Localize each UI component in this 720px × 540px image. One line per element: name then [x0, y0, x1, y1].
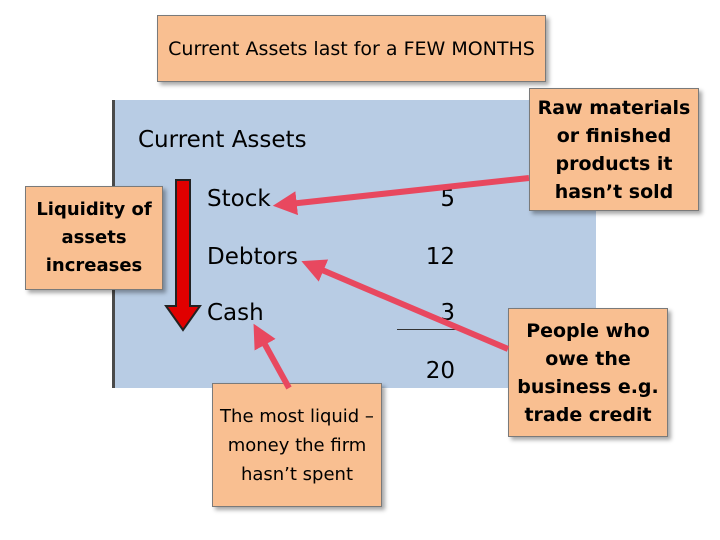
cash-callout-text: The most liquid – money the firm hasn’t …	[220, 405, 374, 485]
row-value-debtors: 12	[425, 244, 455, 270]
debtors-callout-box: People who owe the business e.g. trade c…	[508, 308, 668, 437]
title-text: Current Assets last for a FEW MONTHS	[168, 37, 535, 60]
row-value-cash: 3	[440, 300, 455, 326]
panel-heading: Current Assets	[138, 127, 307, 153]
row-value-stock: 5	[440, 186, 455, 212]
total-rule	[397, 329, 459, 330]
debtors-callout-text: People who owe the business e.g. trade c…	[517, 319, 659, 426]
row-label-debtors: Debtors	[207, 244, 298, 270]
row-label-cash: Cash	[207, 300, 264, 326]
liquidity-note-text: Liquidity of assets increases	[36, 199, 152, 276]
cash-callout-box: The most liquid – money the firm hasn’t …	[212, 383, 382, 507]
title-box: Current Assets last for a FEW MONTHS	[157, 15, 546, 82]
total-value: 20	[425, 358, 455, 384]
stock-callout-text: Raw materials or finished products it ha…	[537, 96, 691, 203]
row-label-stock: Stock	[207, 186, 271, 212]
liquidity-note-box: Liquidity of assets increases	[25, 186, 163, 290]
stock-callout-box: Raw materials or finished products it ha…	[529, 88, 699, 211]
